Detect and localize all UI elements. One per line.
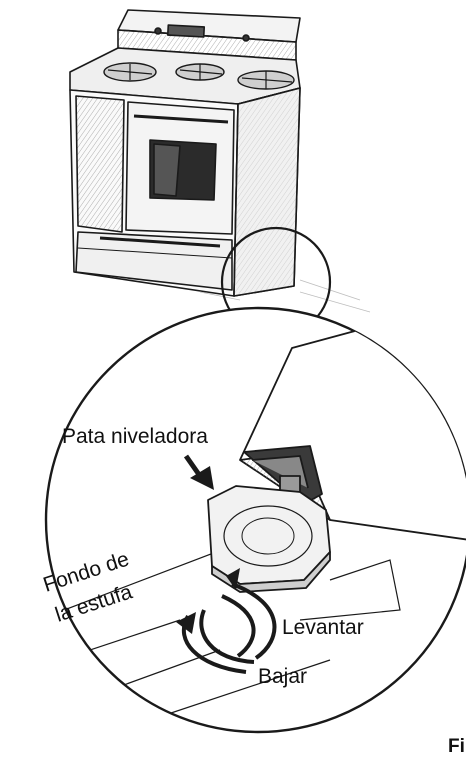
raise-arrow [231, 582, 277, 660]
rotation-arrows [176, 568, 277, 674]
storage-drawer [75, 231, 233, 291]
oven-handle [133, 114, 229, 124]
figure-reference: Fi [448, 736, 465, 757]
lower-label: Bajar [258, 665, 307, 688]
range-illustration [69, 9, 301, 297]
control-knob [154, 27, 162, 35]
control-panel [166, 24, 206, 38]
burner-grates [103, 62, 295, 90]
leveling-leg-label: Pata niveladora [62, 425, 208, 448]
control-knob [242, 34, 250, 42]
drawer-handle [99, 236, 221, 248]
pointer-arrow [183, 454, 214, 490]
raise-label: Levantar [282, 616, 364, 639]
left-panel [75, 95, 125, 233]
leveling-leg [207, 475, 331, 593]
